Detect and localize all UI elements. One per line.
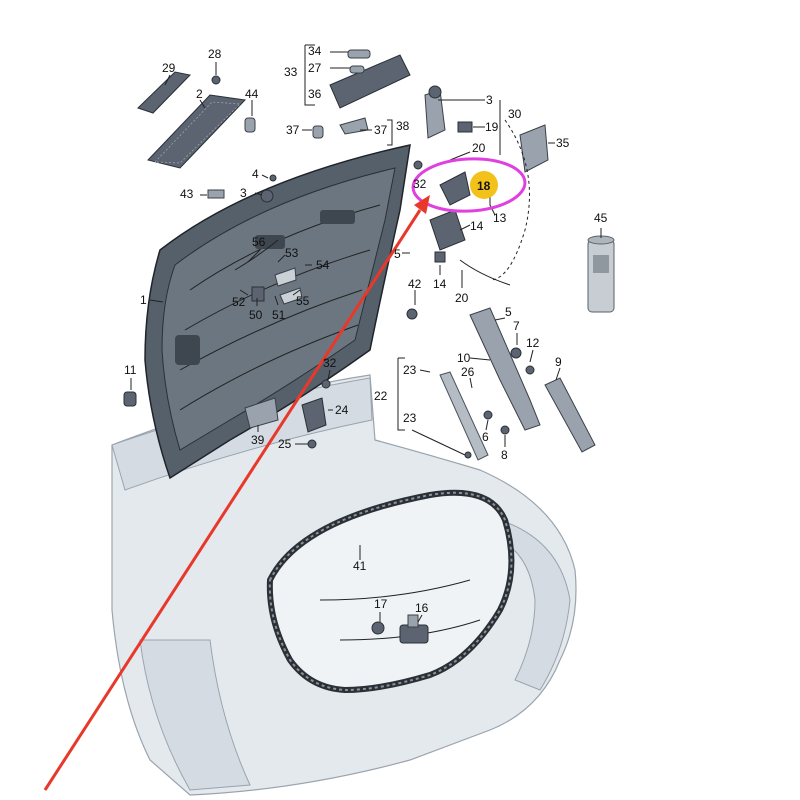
callout-55: 55 — [296, 294, 310, 308]
callout-35: 35 — [556, 136, 570, 150]
callout-22: 22 — [374, 389, 388, 403]
callout-54: 54 — [316, 258, 330, 272]
callout-24: 24 — [335, 403, 349, 417]
callout-3-b: 3 — [240, 186, 247, 200]
callout-37: 37 — [286, 123, 300, 137]
callout-5: 5 — [394, 247, 401, 261]
hinge-strut-assembly — [439, 307, 596, 461]
callout-4: 4 — [252, 167, 259, 181]
callout-12: 12 — [526, 336, 540, 350]
callout-51: 51 — [272, 308, 286, 322]
callout-19: 19 — [485, 120, 499, 134]
callout-32: 32 — [413, 177, 427, 191]
pointer-arrow — [43, 195, 430, 791]
callout-29: 29 — [162, 61, 176, 75]
callout-26: 26 — [461, 365, 475, 379]
callout-28: 28 — [208, 47, 222, 61]
callout-3: 3 — [486, 93, 493, 107]
callout-33: 33 — [284, 65, 298, 79]
callout-32-b: 32 — [323, 356, 337, 370]
callout-43: 43 — [180, 187, 194, 201]
callout-45: 45 — [594, 211, 608, 225]
callout-39: 39 — [251, 433, 265, 447]
callout-6: 6 — [482, 430, 489, 444]
leader-lines — [130, 44, 602, 623]
callout-23: 23 — [403, 363, 417, 377]
callout-30: 30 — [508, 107, 522, 121]
callout-36: 36 — [308, 87, 322, 101]
callout-14-b: 14 — [433, 277, 447, 291]
callout-41: 41 — [353, 559, 367, 573]
callout-38: 38 — [396, 119, 410, 133]
callout-1: 1 — [140, 293, 147, 307]
callout-16: 16 — [415, 601, 429, 615]
callout-10: 10 — [457, 351, 471, 365]
cover-panel — [137, 71, 256, 169]
callout-37-b: 37 — [374, 123, 388, 137]
spray-can — [587, 235, 615, 313]
callout-20-b: 20 — [455, 291, 469, 305]
highlight-marker — [411, 157, 527, 213]
callout-27: 27 — [308, 61, 322, 75]
callout-56: 56 — [252, 235, 266, 249]
callout-44: 44 — [245, 87, 259, 101]
callout-42: 42 — [408, 277, 422, 291]
callout-labels: 29 28 2 44 34 27 33 36 3 30 19 37 37 38 … — [124, 44, 608, 615]
callout-18: 18 — [477, 179, 491, 193]
callout-25: 25 — [278, 437, 292, 451]
callout-14: 14 — [470, 219, 484, 233]
callout-20: 20 — [472, 141, 486, 155]
misc-parts — [123, 174, 418, 449]
callout-23-b: 23 — [403, 411, 417, 425]
callout-5-b: 5 — [505, 305, 512, 319]
callout-17: 17 — [374, 597, 388, 611]
callout-8: 8 — [501, 448, 508, 462]
callout-7: 7 — [513, 319, 520, 333]
callout-53: 53 — [285, 246, 299, 260]
callout-34: 34 — [308, 44, 322, 58]
striker-part — [371, 614, 429, 644]
trunk-lid — [144, 144, 411, 480]
callout-2: 2 — [196, 87, 203, 101]
callout-50: 50 — [249, 308, 263, 322]
callout-9: 9 — [555, 355, 562, 369]
callout-13: 13 — [493, 211, 507, 225]
callout-11: 11 — [124, 363, 137, 377]
lock-assembly — [413, 85, 549, 286]
callout-52: 52 — [232, 295, 246, 309]
